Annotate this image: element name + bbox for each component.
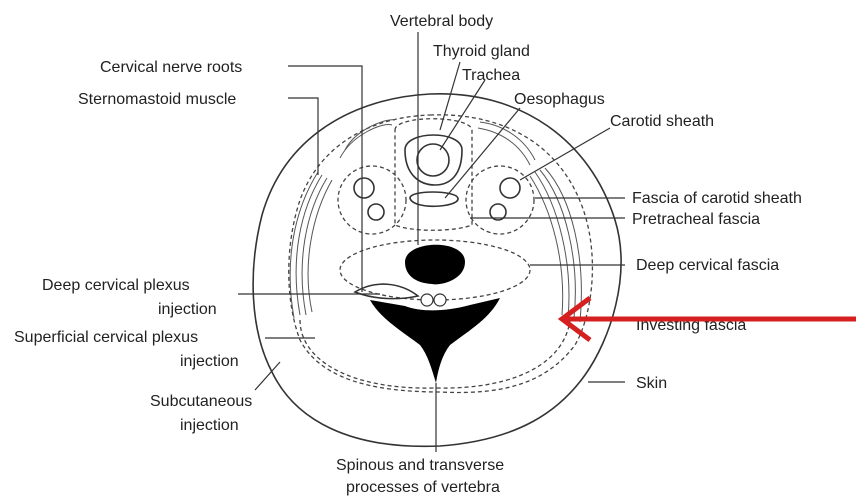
label-fascia-of-carotid-sheath: Fascia of carotid sheath — [632, 190, 802, 207]
label-superficial-cervical-plexus-line2: injection — [180, 353, 239, 370]
label-spinous-transverse-line2: processes of vertebra — [346, 479, 500, 496]
spinous-process-shape — [370, 298, 500, 383]
label-spinous-transverse-line1: Spinous and transverse — [336, 457, 504, 474]
label-trachea: Trachea — [462, 67, 520, 84]
label-deep-cervical-plexus-line1: Deep cervical plexus — [42, 277, 190, 294]
sternomastoid-right — [478, 122, 581, 322]
label-thyroid-gland: Thyroid gland — [433, 43, 530, 60]
nerve-root-shape — [355, 284, 418, 299]
trachea-shape — [417, 144, 449, 176]
left-artery — [354, 178, 374, 198]
label-carotid-sheath: Carotid sheath — [610, 113, 714, 130]
label-subcutaneous-line2: injection — [180, 417, 239, 434]
label-cervical-nerve-roots: Cervical nerve roots — [100, 59, 242, 76]
label-deep-cervical-fascia: Deep cervical fascia — [636, 257, 779, 274]
label-sternomastoid-muscle: Sternomastoid muscle — [78, 91, 236, 108]
label-subcutaneous-line1: Subcutaneous — [150, 393, 252, 410]
oesophagus-shape — [410, 192, 458, 206]
label-superficial-cervical-plexus-line1: Superficial cervical plexus — [14, 329, 198, 346]
label-pretracheal-fascia: Pretracheal fascia — [632, 211, 760, 228]
left-vein — [368, 204, 384, 220]
right-artery — [500, 178, 520, 198]
spinal-cord-left — [421, 294, 433, 306]
label-vertebral-body: Vertebral body — [390, 13, 493, 30]
carotid-sheath-right — [466, 166, 534, 234]
label-skin: Skin — [636, 375, 667, 392]
vertebral-body-shape — [405, 245, 465, 285]
thyroid-gland-shape — [405, 135, 462, 185]
label-deep-cervical-plexus-line2: injection — [158, 301, 217, 318]
carotid-sheath-left — [338, 166, 406, 234]
spinal-cord-right — [434, 294, 446, 306]
label-oesophagus: Oesophagus — [514, 91, 605, 108]
